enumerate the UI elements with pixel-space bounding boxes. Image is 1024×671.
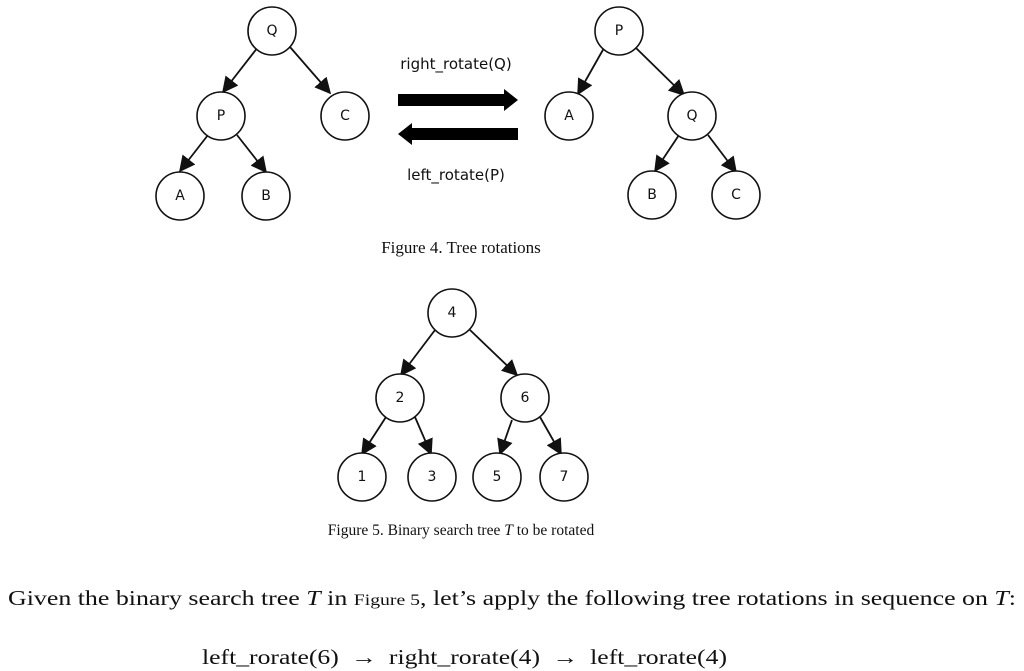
tree-node-a-right (544, 91, 594, 141)
question-part-1: Given the binary search tree (8, 586, 306, 610)
node-label-4: 4 (448, 305, 457, 321)
node-label-3: 3 (428, 469, 437, 485)
node-label-c: C (340, 108, 350, 124)
edge-p-a (179, 134, 209, 173)
question-part-2: in (321, 586, 354, 610)
tree-node-c (320, 91, 370, 141)
figure5-caption: Figure 5. Binary search tree T to be rot… (328, 522, 595, 539)
sequence-step-3: left_rorate(4) (590, 645, 727, 669)
tree-node-c-right (711, 170, 761, 220)
rotation-arrows: right_rotate(Q) left_rotate(P) (398, 55, 518, 185)
tree-node-q-right (667, 91, 717, 141)
node-label-p-right: P (615, 23, 623, 39)
sequence-step-2: right_rorate(4) (389, 645, 540, 669)
figure5-tree: 4 2 6 1 3 5 7 (337, 288, 589, 502)
rotation-sequence: left_rorate(6) → right_rorate(4) → left_rora… (202, 645, 727, 669)
tree-node-p-right (594, 6, 644, 56)
edge-2-1 (361, 416, 387, 456)
tree-node-a (155, 171, 205, 221)
figure5-caption-suffix: to be rotated (513, 522, 595, 539)
edge-4-2 (400, 329, 436, 377)
node-label-a: A (175, 188, 185, 204)
edge-6-5 (497, 419, 513, 456)
edge-2-3 (414, 416, 433, 456)
edge-q-b-right (654, 134, 680, 173)
question-var-2: T (994, 586, 1010, 610)
left-rotate-label: left_rotate(P) (407, 166, 505, 185)
edge-q-c (289, 46, 332, 95)
node-label-5: 5 (493, 469, 502, 485)
node-label-q: Q (266, 23, 277, 39)
tree-node-3 (407, 452, 457, 502)
tree-node-7 (539, 452, 589, 502)
tree-node-6 (500, 373, 550, 423)
left-arrow (398, 123, 518, 145)
question-text: Given the binary search tree T in Figure… (8, 586, 1016, 610)
tree-node-2 (375, 373, 425, 423)
question-var-1: T (306, 586, 322, 610)
right-rotate-label: right_rotate(Q) (400, 55, 511, 74)
tree-node-b (241, 171, 291, 221)
edge-p-q-right (635, 47, 686, 97)
edge-p-b (236, 134, 267, 174)
tree-node-b-right (627, 170, 677, 220)
node-label-a-right: A (564, 108, 574, 124)
question-part-4: : (1009, 586, 1016, 610)
tree-node-4 (427, 288, 477, 338)
edge-q-p (222, 46, 259, 94)
node-label-6: 6 (521, 390, 530, 406)
figure4-caption: Figure 4. Tree rotations (381, 238, 541, 257)
figure4-left-tree: Q P C A B (155, 6, 370, 221)
edge-p-a-right (577, 47, 605, 96)
tree-node-1 (337, 452, 387, 502)
node-label-b: B (261, 188, 271, 204)
edge-4-6 (469, 329, 519, 377)
edge-q-c-right (707, 134, 737, 174)
node-label-2: 2 (396, 390, 405, 406)
edge-6-7 (539, 416, 562, 456)
node-label-c-right: C (731, 187, 741, 203)
figure5-caption-prefix: Figure 5. Binary search tree (328, 522, 504, 539)
tree-node-5 (472, 452, 522, 502)
node-label-p: P (217, 108, 225, 124)
node-label-b-right: B (647, 187, 657, 203)
right-arrow (398, 89, 518, 111)
question-figure-ref: Figure 5 (354, 592, 420, 609)
node-label-7: 7 (560, 469, 569, 485)
sequence-arrow-2: → (552, 645, 578, 669)
node-label-1: 1 (358, 469, 367, 485)
tree-node-q (247, 6, 297, 56)
node-label-q-right: Q (686, 108, 697, 124)
question-part-3: , let’s apply the following tree rotatio… (420, 586, 994, 610)
figure5-caption-var: T (504, 522, 514, 539)
sequence-arrow-1: → (351, 645, 377, 669)
tree-node-p (196, 91, 246, 141)
sequence-step-1: left_rorate(6) (202, 645, 339, 669)
figure4-right-tree: P A Q B C (544, 6, 761, 220)
